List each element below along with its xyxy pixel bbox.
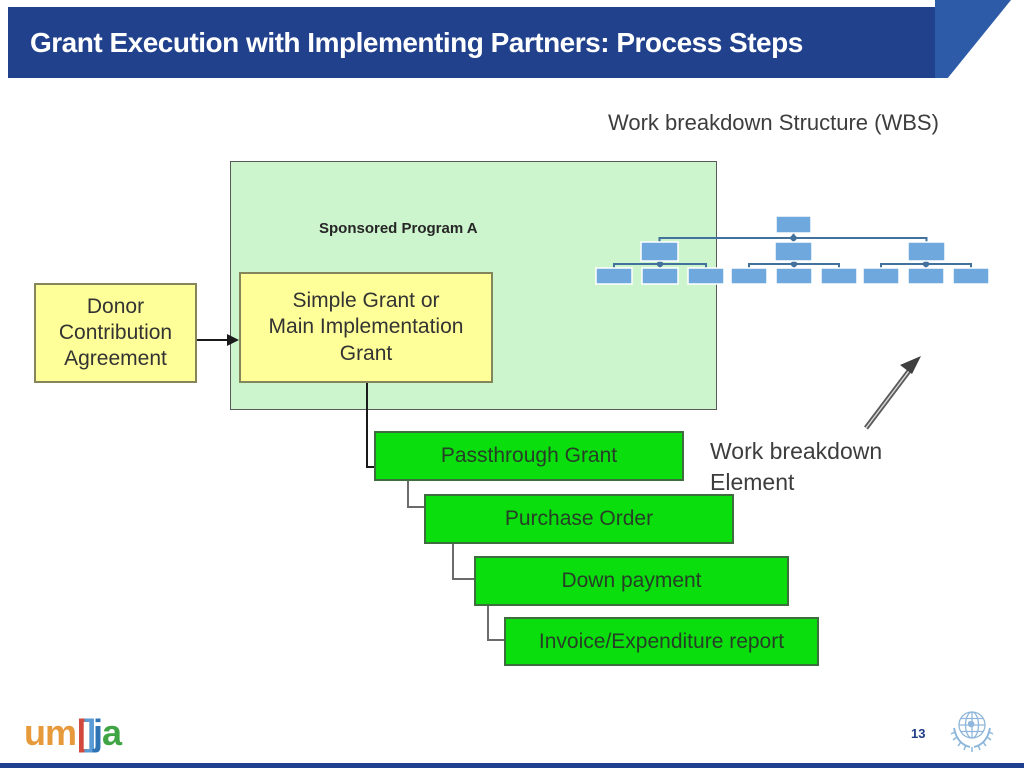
umoja-logo-um: um	[24, 712, 77, 753]
purchase-order-box: Purchase Order	[424, 494, 734, 544]
umoja-logo-bracket-left: [	[77, 712, 89, 753]
header-bar: Grant Execution with Implementing Partne…	[8, 7, 935, 78]
arrow-up-right-icon	[864, 356, 921, 430]
elbow-connector	[452, 544, 474, 580]
elbow-connector	[487, 606, 504, 641]
umoja-logo-a: a	[102, 712, 122, 753]
page-number: 13	[911, 726, 926, 741]
bottom-accent-bar	[0, 763, 1024, 768]
invoice-expenditure-label: Invoice/Expenditure report	[538, 629, 785, 653]
down-payment-box: Down payment	[474, 556, 789, 606]
sponsored-program-label: Sponsored Program A	[319, 220, 478, 237]
page-title: Grant Execution with Implementing Partne…	[30, 26, 803, 58]
wbs-heading: Work breakdown Structure (WBS)	[608, 110, 939, 135]
passthrough-grant-label: Passthrough Grant	[440, 444, 618, 467]
elbow-connector	[407, 481, 424, 508]
header-accent-shape	[935, 0, 1011, 78]
umoja-logo-bracket-right: ]	[84, 712, 96, 753]
down-payment-label: Down payment	[561, 569, 702, 592]
umoja-logo-j: j	[93, 712, 103, 753]
un-emblem-icon	[950, 711, 994, 752]
purchase-order-label: Purchase Order	[504, 507, 654, 530]
passthrough-grant-box: Passthrough Grant	[374, 431, 684, 481]
invoice-expenditure-box: Invoice/Expenditure report	[504, 617, 819, 666]
